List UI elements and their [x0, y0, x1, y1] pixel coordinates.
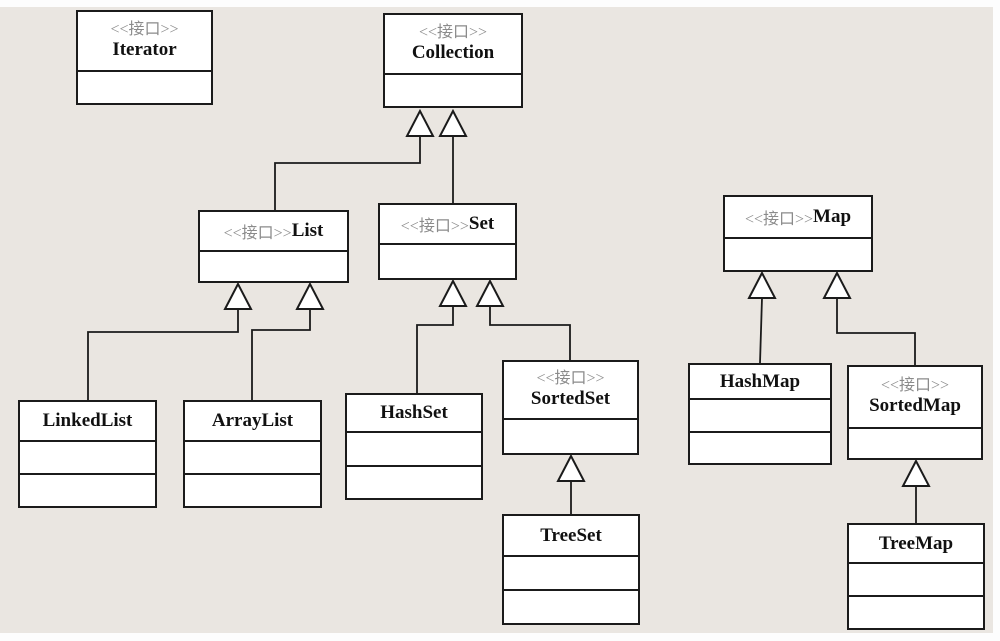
class-box-list: <<接口>> List [198, 210, 349, 283]
class-box-sortedmap: <<接口>> SortedMap [847, 365, 983, 460]
members-compartment [385, 73, 521, 106]
class-header: HashSet [347, 395, 481, 431]
class-header: <<接口>> SortedMap [849, 367, 981, 427]
edge-sortedmap-to-map [836, 298, 916, 365]
class-header: <<接口>> Map [725, 197, 871, 237]
edge-hashmap-to-map [759, 297, 763, 364]
edge-hashset-to-set [416, 306, 454, 393]
class-header: TreeMap [849, 525, 983, 562]
stereotype-label: <<接口>> [536, 369, 605, 387]
class-name-label: Set [468, 213, 495, 234]
stereotype-label: <<接口>> [223, 225, 292, 242]
class-box-treeset: TreeSet [502, 514, 640, 625]
methods-compartment [504, 589, 638, 623]
class-name-label: HashSet [380, 402, 448, 424]
class-name-label: TreeMap [878, 532, 954, 554]
class-box-iterator: <<接口>> Iterator [76, 10, 213, 105]
methods-compartment [20, 473, 155, 506]
members-compartment [200, 250, 347, 281]
members-compartment [725, 237, 871, 270]
attributes-compartment [849, 562, 983, 595]
attributes-compartment [504, 555, 638, 589]
class-box-map: <<接口>> Map [723, 195, 873, 272]
diagram-canvas [0, 7, 993, 633]
edge-sortedset-to-set [489, 306, 571, 360]
class-box-linkedlist: LinkedList [18, 400, 157, 508]
class-name-label: Collection [411, 42, 495, 64]
stereotype-label: <<接口>> [744, 211, 814, 228]
generalization-arrowhead-treeset [556, 453, 586, 482]
stereotype-label: <<接口>> [880, 376, 950, 394]
class-box-sortedset: <<接口>> SortedSet [502, 360, 639, 455]
edge-linkedlist-to-list [87, 309, 239, 400]
generalization-arrowhead-list [405, 108, 435, 137]
generalization-arrowhead-set [438, 108, 468, 137]
attributes-compartment [185, 440, 320, 473]
class-name-label: Iterator [112, 39, 177, 61]
class-header: <<接口>> Iterator [78, 12, 211, 70]
class-box-collection: <<接口>> Collection [383, 13, 523, 108]
class-header: LinkedList [20, 402, 155, 440]
class-name-label: HashMap [719, 370, 801, 392]
generalization-arrowhead-sortedmap [822, 270, 852, 299]
members-compartment [78, 70, 211, 103]
class-header: HashMap [690, 365, 830, 398]
class-name-label: SortedMap [869, 395, 961, 417]
edge-list-to-collection [274, 136, 421, 210]
class-name-label: List [291, 220, 324, 241]
class-name-label: Map [813, 206, 852, 227]
methods-compartment [849, 595, 983, 628]
stereotype-label: <<接口>> [418, 23, 488, 41]
class-header: <<接口>> List [200, 212, 347, 250]
methods-compartment [347, 464, 481, 498]
class-name-label: LinkedList [42, 410, 133, 432]
class-box-treemap: TreeMap [847, 523, 985, 630]
class-header: <<接口>> SortedSet [504, 362, 637, 418]
class-name-label: TreeSet [540, 524, 602, 546]
members-compartment [849, 427, 981, 458]
generalization-arrowhead-linkedlist [223, 281, 253, 310]
attributes-compartment [347, 431, 481, 465]
generalization-arrowhead-sortedset [475, 278, 505, 307]
members-compartment [380, 243, 515, 278]
attributes-compartment [20, 440, 155, 473]
class-header: ArrayList [185, 402, 320, 440]
class-name-label: ArrayList [211, 410, 294, 432]
stereotype-label: <<接口>> [400, 218, 469, 235]
class-box-set: <<接口>> Set [378, 203, 517, 280]
class-name-label: SortedSet [530, 388, 611, 410]
class-header: TreeSet [504, 516, 638, 555]
class-box-hashmap: HashMap [688, 363, 832, 465]
methods-compartment [185, 473, 320, 506]
generalization-arrowhead-arraylist [295, 281, 325, 310]
class-box-hashset: HashSet [345, 393, 483, 500]
members-compartment [504, 418, 637, 453]
class-header: <<接口>> Collection [385, 15, 521, 73]
methods-compartment [690, 430, 830, 463]
generalization-arrowhead-treemap [901, 458, 931, 487]
generalization-arrowhead-hashmap [747, 270, 777, 299]
generalization-arrowhead-hashset [438, 278, 468, 307]
stereotype-label: <<接口>> [110, 20, 179, 38]
class-header: <<接口>> Set [380, 205, 515, 243]
attributes-compartment [690, 398, 830, 431]
class-box-arraylist: ArrayList [183, 400, 322, 508]
edge-arraylist-to-list [251, 309, 311, 400]
